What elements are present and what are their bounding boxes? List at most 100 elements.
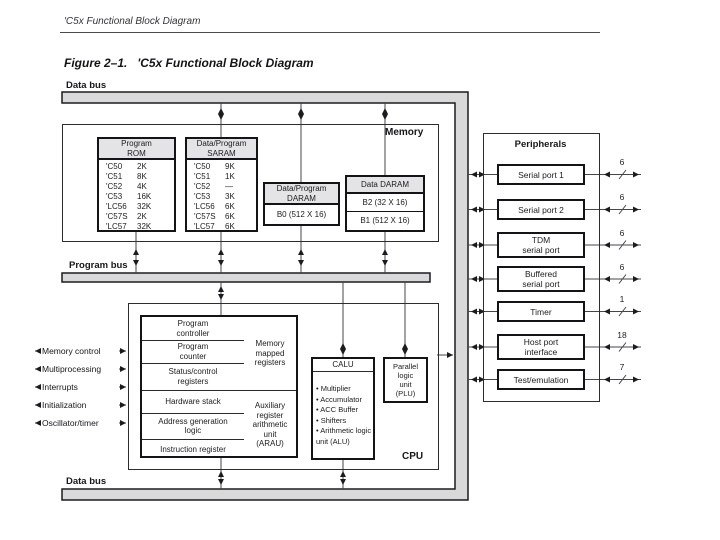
size-cell: 32K — [137, 222, 152, 231]
divider — [142, 340, 244, 341]
divider — [142, 413, 244, 414]
device-cell: 'C51 — [106, 172, 123, 181]
peripherals-box — [483, 133, 600, 402]
peripheral-buffered-serial-port: Buffered serial port — [497, 266, 585, 292]
program-rom-title: Program ROM — [99, 139, 174, 160]
peripheral-serial-port-1: Serial port 1 — [497, 164, 585, 185]
table-row: 'C50 2K — [99, 162, 174, 172]
databus-peripheral-connectors — [468, 171, 497, 383]
figure-caption: Figure 2–1. 'C5x Functional Block Diagram — [64, 56, 314, 70]
memory-label: Memory — [385, 127, 424, 138]
arau-cell: Auxiliary register arithmetic unit (ARAU… — [252, 401, 288, 449]
bus-width-tdm: 6 — [619, 228, 625, 238]
signal-interrupts: Interrupts — [42, 382, 78, 392]
data-program-daram-block: Data/Program DARAM B0 (512 X 16) — [263, 182, 340, 226]
program-bus-bar — [61, 272, 431, 283]
figure-number: Figure 2–1. — [64, 56, 128, 70]
peripheral-timer: Timer — [497, 301, 585, 322]
peripheral-host-port-interface: Host port interface — [497, 334, 585, 360]
daram-b0-cell: B0 (512 X 16) — [276, 209, 327, 219]
device-cell: 'C57S — [194, 212, 216, 221]
device-cell: 'C51 — [194, 172, 211, 181]
program-controller-block: Program controller Program counter Statu… — [140, 315, 298, 458]
data-daram-title: Data DARAM — [347, 177, 423, 194]
size-cell: 1K — [225, 172, 235, 181]
cpu-label: CPU — [402, 451, 424, 462]
table-row: 'C57S 6K — [187, 212, 256, 222]
signal-memory-control: Memory control — [42, 346, 101, 356]
device-cell: 'C52 — [106, 182, 123, 191]
calu-item: Arithmetic logic unit (ALU) — [316, 426, 374, 447]
peripheral-tdm-serial-port: TDM serial port — [497, 232, 585, 258]
size-cell: 2K — [137, 212, 147, 221]
divider — [142, 390, 296, 391]
cpu-row-hardware-stack: Hardware stack — [165, 396, 221, 406]
cpu-databus-connectors — [218, 352, 453, 489]
device-cell: 'C57S — [106, 212, 128, 221]
table-row: 'C53 16K — [99, 192, 174, 202]
calu-item: ACC Buffer — [316, 405, 374, 416]
size-cell: 32K — [137, 202, 152, 211]
data-program-daram-title: Data/Program DARAM — [265, 184, 338, 205]
size-cell: 16K — [137, 192, 152, 201]
bus-width-hpi: 18 — [617, 330, 627, 340]
size-cell: 8K — [137, 172, 147, 181]
programbus-cpu-connectors — [218, 282, 408, 357]
device-cell: 'C53 — [194, 192, 211, 201]
table-row: 'C53 3K — [187, 192, 256, 202]
size-cell: 6K — [225, 222, 235, 231]
device-cell: 'C50 — [194, 162, 211, 171]
daram-b2-cell: B2 (32 X 16) — [362, 198, 408, 207]
calu-items: Multiplier Accumulator ACC Buffer Shifte… — [313, 372, 376, 447]
plu-label: Parallel logic unit (PLU) — [392, 362, 418, 398]
device-cell: 'C52 — [194, 182, 211, 191]
cpu-row-program-controller: Program controller — [176, 319, 210, 338]
data-bus-bottom-label: Data bus — [66, 476, 107, 487]
device-cell: 'C53 — [106, 192, 123, 201]
data-bus-bracket — [61, 91, 469, 501]
signal-multiprocessing: Multiprocessing — [42, 364, 102, 374]
data-daram-block: Data DARAM B2 (32 X 16) B1 (512 X 16) — [345, 175, 425, 232]
bus-width-test-emulation: 7 — [619, 362, 625, 372]
size-cell: 6K — [225, 212, 235, 221]
plu-block: Parallel logic unit (PLU) — [383, 357, 428, 403]
cpu-box — [128, 303, 439, 470]
cpu-row-instruction-register: Instruction register — [160, 444, 226, 454]
table-row: 'C50 9K — [187, 162, 256, 172]
device-cell: 'LC56 — [194, 202, 215, 211]
bus-width-bsp: 6 — [619, 262, 625, 272]
bus-width-timer: 1 — [619, 294, 625, 304]
size-cell: 9K — [225, 162, 235, 171]
signal-initialization: Initialization — [42, 400, 87, 410]
calu-block: CALU Multiplier Accumulator ACC Buffer S… — [311, 357, 375, 460]
memory-box — [62, 124, 439, 242]
size-cell: 2K — [137, 162, 147, 171]
device-cell: 'C50 — [106, 162, 123, 171]
divider — [142, 439, 244, 440]
program-bus-label: Program bus — [69, 260, 128, 271]
cpu-row-status-control: Status/control registers — [168, 367, 218, 386]
calu-item: Multiplier — [316, 384, 374, 395]
peripherals-label: Peripherals — [514, 139, 567, 150]
size-cell: 3K — [225, 192, 235, 201]
signal-arrows — [35, 348, 126, 426]
figure-title: 'C5x Functional Block Diagram — [137, 56, 314, 70]
table-row: 'C52— — [187, 182, 256, 192]
calu-title: CALU — [313, 359, 373, 372]
bus-width-serial-port-2: 6 — [619, 192, 625, 202]
memory-programbus-connectors — [133, 226, 388, 273]
peripheral-serial-port-2: Serial port 2 — [497, 199, 585, 220]
table-row: 'C57S 2K — [99, 212, 174, 222]
saram-title: Data/Program SARAM — [187, 139, 256, 160]
size-cell: 4K — [137, 182, 147, 191]
table-row: 'C51 1K — [187, 172, 256, 182]
calu-item: Shifters — [316, 416, 374, 427]
